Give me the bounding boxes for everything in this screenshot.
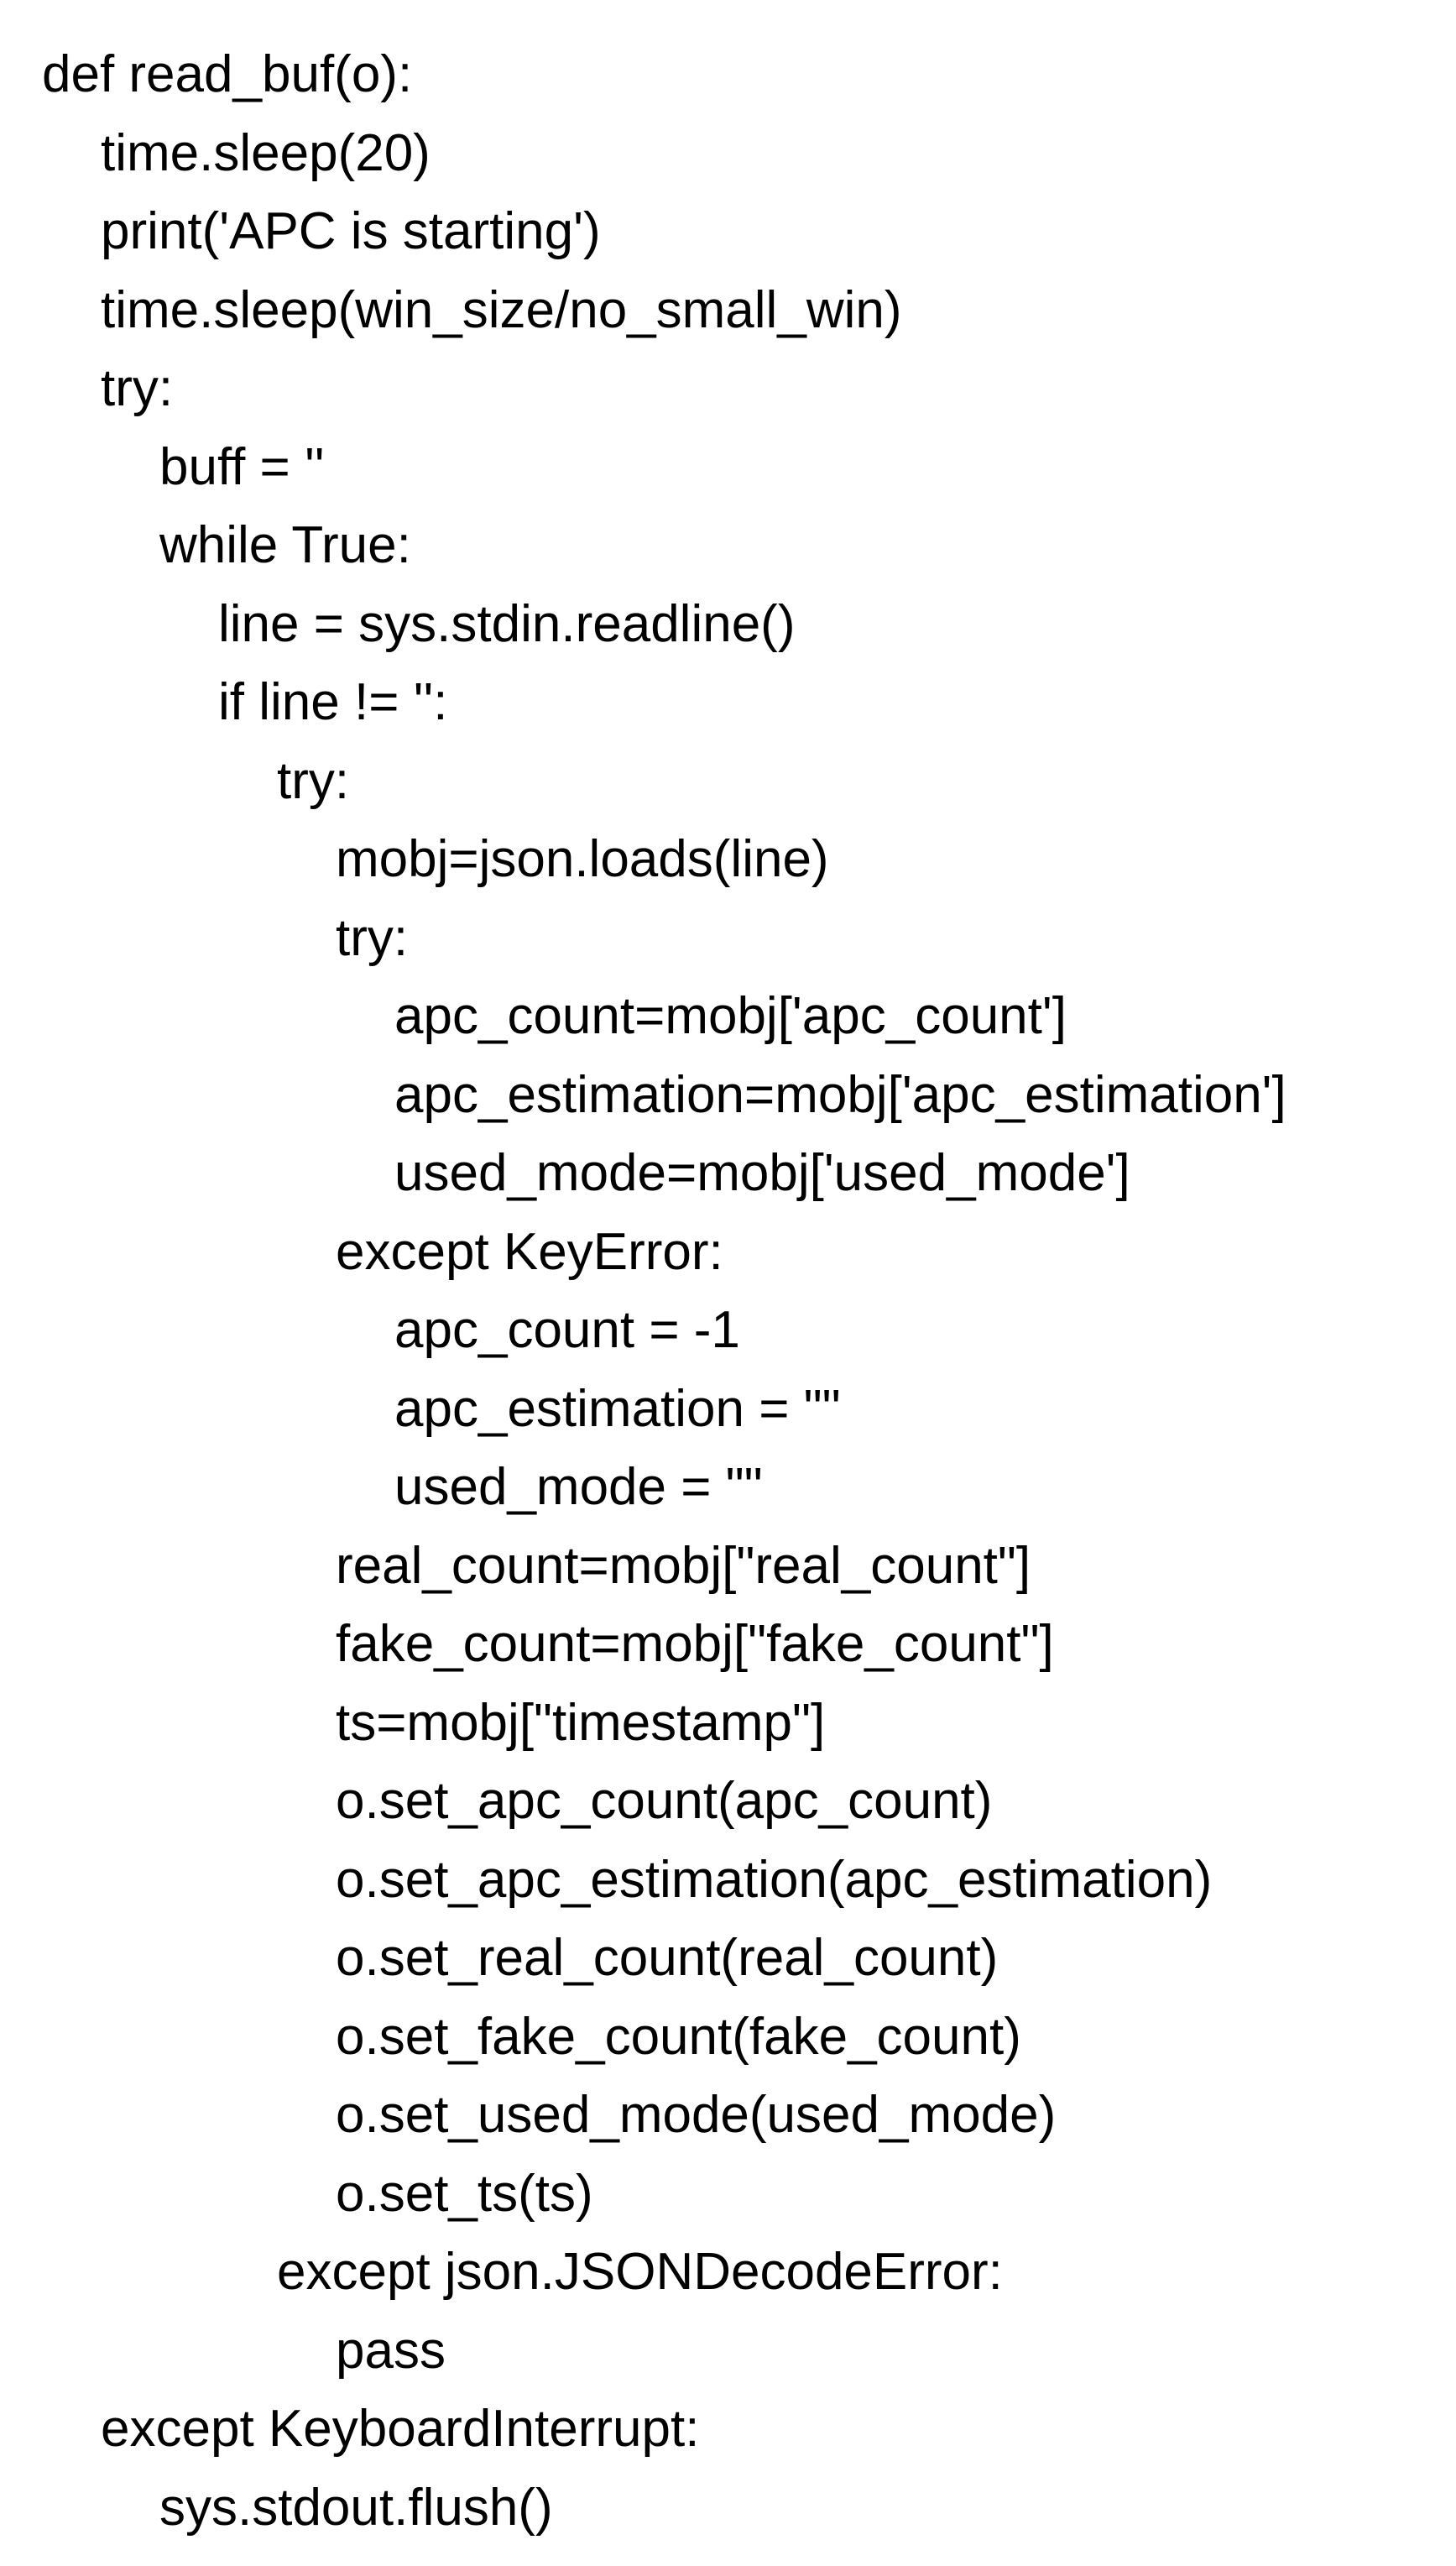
- code-line: pass: [42, 2312, 1286, 2391]
- code-line-text: o.set_real_count(real_count): [336, 1929, 999, 1987]
- code-line-text: used_mode = "": [394, 1458, 763, 1516]
- code-line: apc_count = -1: [42, 1291, 1286, 1370]
- code-line: except KeyError:: [42, 1213, 1286, 1292]
- code-line-text: used_mode=mobj['used_mode']: [394, 1144, 1130, 1202]
- code-line: apc_estimation=mobj['apc_estimation']: [42, 1056, 1286, 1135]
- code-line-text: o.set_used_mode(used_mode): [336, 2086, 1057, 2144]
- code-line-text: buff = '': [159, 437, 325, 496]
- code-line: fake_count=mobj["fake_count"]: [42, 1605, 1286, 1684]
- code-line: except KeyboardInterrupt:: [42, 2390, 1286, 2469]
- code-line-text: except KeyboardInterrupt:: [101, 2400, 700, 2458]
- code-line: real_count=mobj["real_count"]: [42, 1527, 1286, 1606]
- code-block: def read_buf(o): time.sleep(20) print('APC…: [42, 35, 1286, 2547]
- code-line-text: try:: [336, 908, 409, 967]
- code-line-text: apc_count = -1: [394, 1301, 740, 1359]
- code-line-text: pass: [336, 2321, 446, 2380]
- code-line-text: mobj=json.loads(line): [336, 830, 829, 888]
- code-line: try:: [42, 899, 1286, 978]
- code-line-text: real_count=mobj["real_count"]: [336, 1536, 1031, 1595]
- code-line: apc_count=mobj['apc_count']: [42, 977, 1286, 1056]
- code-line: o.set_used_mode(used_mode): [42, 2076, 1286, 2155]
- code-line-text: apc_estimation=mobj['apc_estimation']: [394, 1065, 1286, 1124]
- code-line: mobj=json.loads(line): [42, 820, 1286, 899]
- code-line-text: o.set_fake_count(fake_count): [336, 2007, 1021, 2066]
- code-line: if line != '':: [42, 663, 1286, 742]
- code-line: try:: [42, 349, 1286, 428]
- code-line-text: def read_buf(o):: [42, 45, 413, 103]
- code-line-text: try:: [277, 751, 350, 810]
- code-line-text: o.set_apc_count(apc_count): [336, 1772, 993, 1830]
- code-line: while True:: [42, 506, 1286, 585]
- code-line-text: time.sleep(win_size/no_small_win): [101, 280, 902, 339]
- code-line: o.set_fake_count(fake_count): [42, 1998, 1286, 2077]
- code-line: used_mode=mobj['used_mode']: [42, 1134, 1286, 1213]
- code-line-text: print('APC is starting'): [101, 202, 601, 260]
- code-line: try:: [42, 742, 1286, 821]
- code-line-text: o.set_apc_estimation(apc_estimation): [336, 1850, 1213, 1909]
- code-line: time.sleep(win_size/no_small_win): [42, 271, 1286, 350]
- code-line: o.set_ts(ts): [42, 2155, 1286, 2234]
- code-line-text: time.sleep(20): [101, 123, 431, 182]
- code-line: except json.JSONDecodeError:: [42, 2233, 1286, 2312]
- code-line: o.set_apc_estimation(apc_estimation): [42, 1841, 1286, 1920]
- code-line-text: fake_count=mobj["fake_count"]: [336, 1615, 1054, 1673]
- code-line: buff = '': [42, 428, 1286, 507]
- code-line: used_mode = "": [42, 1448, 1286, 1527]
- code-line-text: except KeyError:: [336, 1222, 723, 1281]
- code-line-text: ts=mobj["timestamp"]: [336, 1693, 826, 1752]
- code-line-text: line = sys.stdin.readline(): [218, 594, 796, 653]
- code-line: line = sys.stdin.readline(): [42, 585, 1286, 664]
- code-line: sys.stdout.flush(): [42, 2469, 1286, 2548]
- code-line-text: apc_count=mobj['apc_count']: [394, 987, 1067, 1045]
- code-line-text: sys.stdout.flush(): [159, 2478, 553, 2537]
- code-line: time.sleep(20): [42, 114, 1286, 193]
- code-line-text: o.set_ts(ts): [336, 2164, 593, 2223]
- code-line: ts=mobj["timestamp"]: [42, 1684, 1286, 1763]
- code-line: o.set_real_count(real_count): [42, 1919, 1286, 1998]
- code-line-text: try:: [101, 359, 174, 417]
- code-line-text: except json.JSONDecodeError:: [277, 2243, 1003, 2301]
- code-line: o.set_apc_count(apc_count): [42, 1762, 1286, 1841]
- code-line-text: while True:: [159, 516, 411, 574]
- code-line-text: apc_estimation = "": [394, 1379, 841, 1438]
- code-line: print('APC is starting'): [42, 192, 1286, 271]
- code-line: def read_buf(o):: [42, 35, 1286, 114]
- code-line: apc_estimation = "": [42, 1370, 1286, 1449]
- code-line-text: if line != '':: [218, 673, 448, 731]
